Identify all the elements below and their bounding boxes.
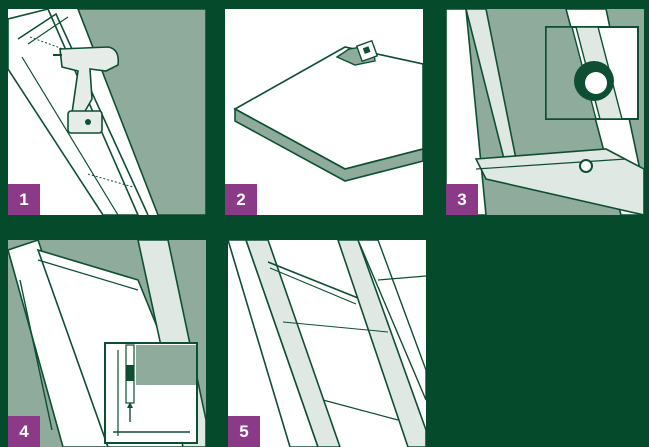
step-2-panel: 2 — [225, 9, 423, 215]
step-number-badge: 4 — [8, 416, 40, 447]
step-number-badge: 3 — [446, 184, 478, 215]
step-number-badge: 5 — [228, 416, 260, 447]
step-1-panel: 1 — [8, 9, 206, 215]
step-number-badge: 1 — [8, 184, 40, 215]
step-3-panel: 3 — [446, 9, 644, 215]
step-number-badge: 2 — [225, 184, 257, 215]
step-4-panel: 4 — [8, 240, 206, 447]
step-5-panel: 5 — [228, 240, 426, 447]
